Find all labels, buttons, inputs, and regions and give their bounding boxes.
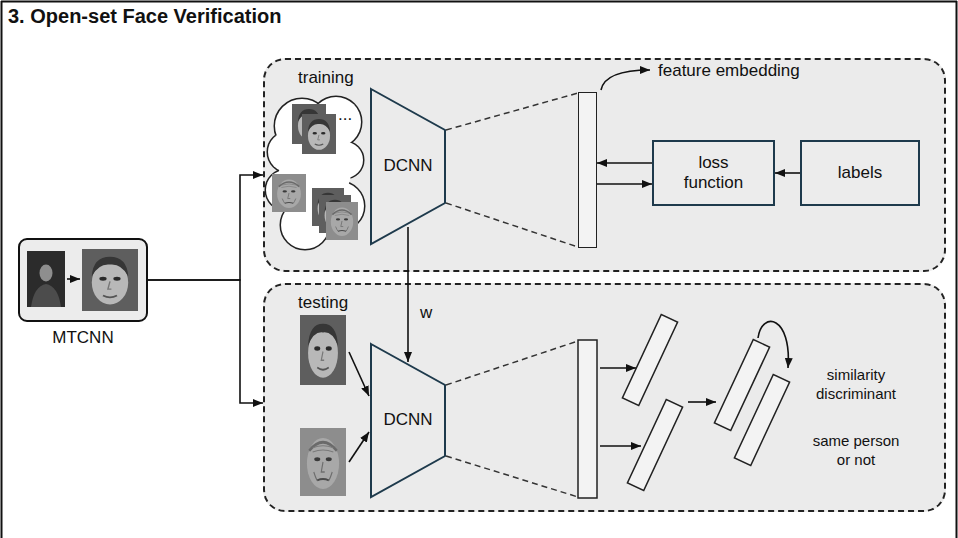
figure-title: 3. Open-set Face Verification — [8, 5, 281, 28]
process-box: loss function — [652, 140, 775, 206]
node-label: loss function — [669, 153, 759, 194]
face-photo — [300, 428, 346, 496]
projection-line — [446, 93, 578, 130]
embedding-vector — [627, 400, 682, 491]
stage-panel: DCNN feature embedding loss function labels… — [263, 58, 946, 272]
node-label: labels — [838, 163, 882, 183]
detector-box: MTCNN — [18, 238, 148, 322]
step-note: same person or not — [806, 432, 906, 470]
similarity-arrow — [758, 321, 788, 368]
panel-heading: testing — [298, 293, 348, 313]
cloud-lobe — [275, 99, 329, 153]
cloud-lobe — [268, 132, 308, 172]
ellipsis-mark: ... — [338, 104, 368, 125]
flow-arrow — [775, 172, 800, 174]
crop-arrow — [67, 278, 80, 280]
split-arrow — [600, 367, 636, 369]
projection-line — [446, 456, 578, 497]
face-photo — [319, 195, 351, 233]
cloud-lobe — [266, 170, 306, 210]
trapezoid-outline — [371, 89, 445, 244]
node-label: DCNN — [383, 156, 432, 176]
embedding-vector: feature embedding — [578, 92, 597, 248]
face-photo — [326, 202, 358, 240]
cloud-lobe — [327, 142, 363, 178]
flow-arrow — [407, 227, 409, 362]
edge-label: w — [418, 303, 434, 323]
cloud-lobe — [266, 170, 306, 210]
face-photo — [82, 249, 138, 311]
network-trapezoid: DCNN — [370, 343, 446, 498]
embedding-vector — [622, 315, 677, 406]
callout-text: feature embedding — [658, 61, 800, 81]
cloud-lobe — [327, 142, 363, 178]
trapezoid-outline — [371, 344, 445, 497]
embedding-vector — [734, 375, 789, 466]
cloud-lobe — [316, 182, 364, 230]
face-photo — [312, 188, 344, 226]
input-arrow — [349, 432, 369, 462]
frame-line — [1, 1, 3, 538]
node-label: DCNN — [383, 410, 432, 430]
embedding-vector — [714, 340, 769, 431]
cloud-lobe — [279, 136, 351, 208]
flow-arrow — [597, 183, 652, 185]
cloud-lobe — [275, 99, 329, 153]
cloud-lobe — [268, 132, 308, 172]
cloud-lobe — [311, 97, 361, 147]
cloud-lobe — [281, 201, 329, 249]
face-photo — [300, 315, 346, 385]
cloud-lobe — [311, 97, 361, 147]
cloud-lobe — [316, 182, 364, 230]
flow-arrow — [597, 162, 652, 164]
split-arrow — [600, 445, 641, 447]
flow-arrow — [148, 280, 263, 403]
process-box: labels — [800, 140, 920, 206]
network-trapezoid: DCNN — [370, 88, 446, 245]
compare-arrow — [688, 401, 716, 403]
face-photo — [302, 114, 336, 154]
face-photo — [272, 174, 306, 212]
face-photo — [292, 104, 326, 144]
projection-line — [446, 341, 578, 385]
node-label: MTCNN — [20, 328, 146, 348]
embedding-vector — [578, 340, 597, 498]
cloud-lobe — [281, 201, 329, 249]
person-photo — [27, 251, 65, 307]
frame-line — [956, 1, 958, 538]
input-arrow — [349, 352, 369, 396]
projection-line — [446, 203, 578, 247]
flow-arrow — [148, 175, 263, 280]
step-note: similarity discriminant — [806, 366, 906, 404]
frame-line — [1, 1, 957, 3]
panel-heading: training — [298, 68, 354, 88]
callout-arrow — [601, 70, 650, 90]
